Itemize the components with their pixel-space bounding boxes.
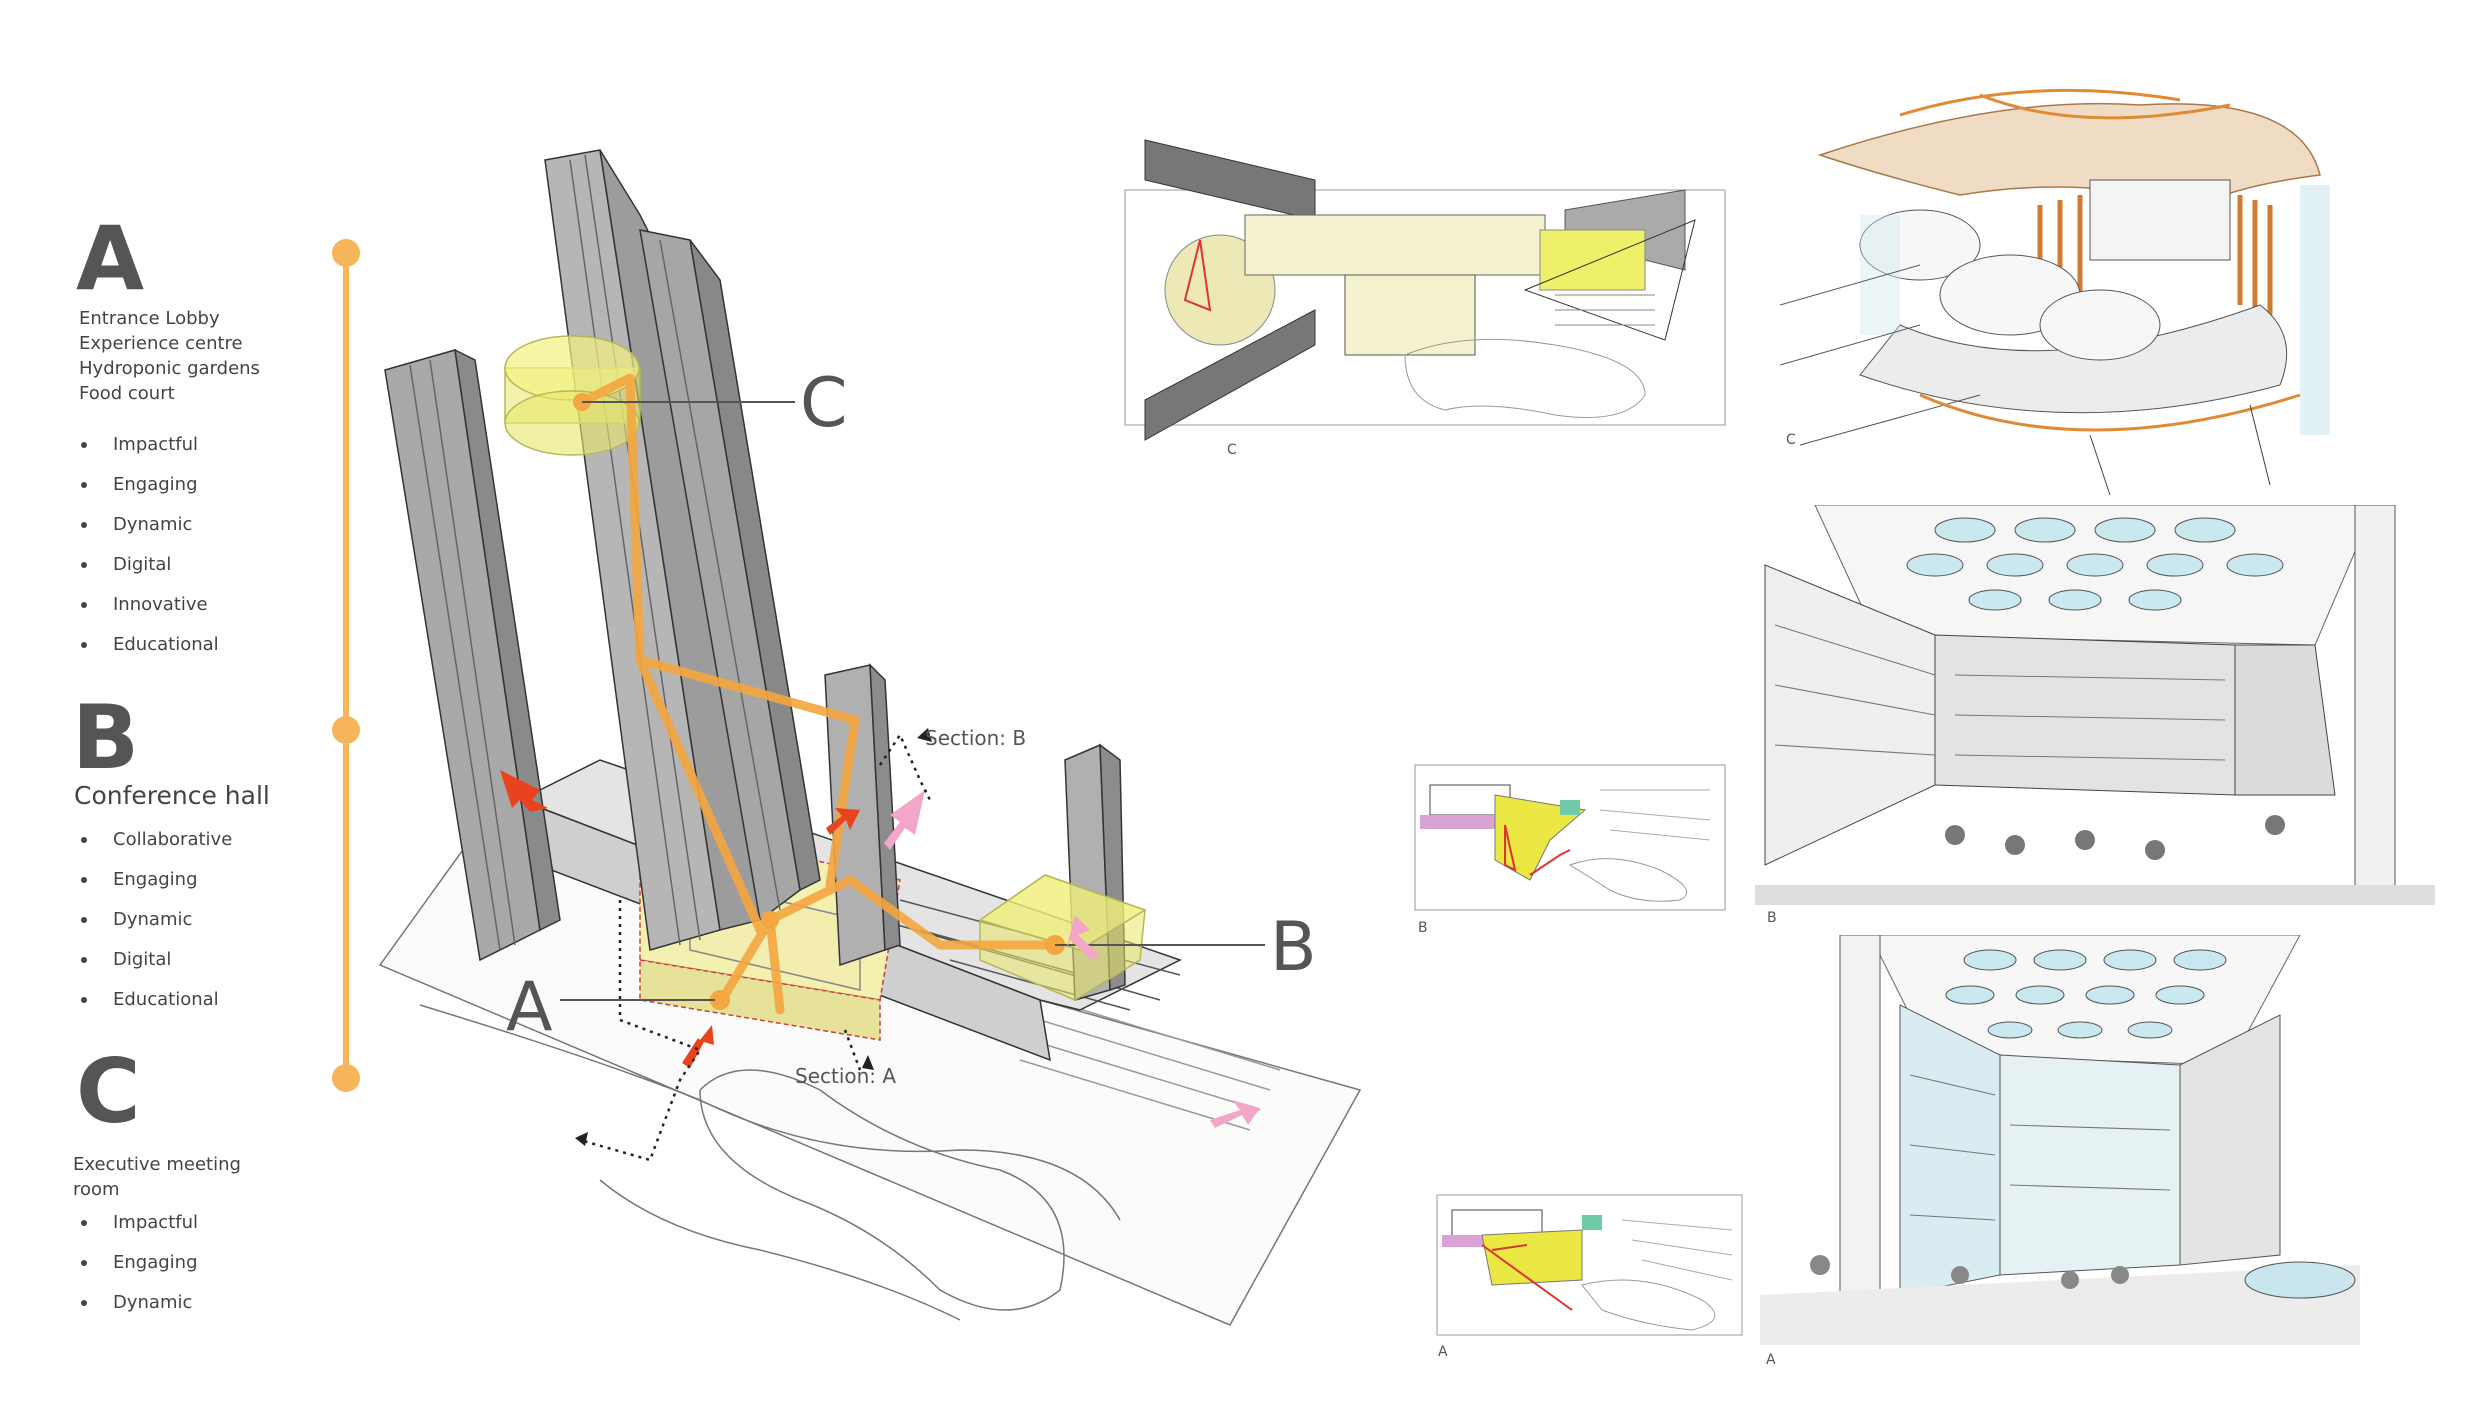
bullet-item: Dynamic (76, 900, 232, 940)
section-a-letter: A (76, 207, 145, 310)
desc-line: Food court (79, 383, 175, 404)
desc-line: room (73, 1179, 120, 1200)
sketch-b-conference-hall (1755, 505, 2435, 905)
bullet-item: Engaging (76, 860, 232, 900)
circulation-path (577, 373, 1060, 1015)
section-c-description: Executive meeting room (73, 1152, 241, 1202)
bullet-item: Dynamic (76, 505, 219, 545)
section-b-bullets: Collaborative Engaging Dynamic Digital E… (76, 820, 232, 1020)
bullet-item: Engaging (76, 1243, 198, 1283)
bullet-item: Impactful (76, 425, 219, 465)
site-base (378, 839, 1362, 1326)
desc-line: Hydroponic gardens (79, 358, 260, 379)
section-b-letter: B (72, 686, 140, 789)
section-c-bullets: Impactful Engaging Dynamic (76, 1203, 198, 1323)
bullet-item: Impactful (76, 1203, 198, 1243)
diagram-label-b: B (1270, 908, 1317, 987)
plan-c-caption: C (1227, 442, 1237, 458)
diagram-label-a: A (506, 968, 553, 1047)
tower-left (384, 348, 561, 962)
section-b-label: Section: B (925, 726, 1026, 750)
section-b-subtitle: Conference hall (74, 781, 270, 810)
timeline-dot-a (332, 239, 360, 267)
section-a-description: Entrance Lobby Experience centre Hydropo… (79, 306, 260, 406)
floor-plan-c (1124, 139, 1726, 441)
sketch-a-caption: A (1766, 1352, 1776, 1368)
section-lines (579, 732, 932, 1162)
timeline-dot-b (332, 716, 360, 744)
bullet-item: Digital (76, 940, 232, 980)
floor-plan-a (1436, 1194, 1743, 1336)
sketch-a-entrance-lobby (1760, 935, 2360, 1345)
sketch-b-caption: B (1767, 910, 1777, 926)
sketch-c-caption: C (1786, 432, 1796, 448)
desc-line: Executive meeting (73, 1154, 241, 1175)
desc-line: Entrance Lobby (79, 308, 220, 329)
bullet-item: Engaging (76, 465, 219, 505)
floor-plan-b (1414, 764, 1726, 911)
bullet-item: Digital (76, 545, 219, 585)
diagram-label-c: C (800, 364, 847, 443)
bullet-item: Dynamic (76, 1283, 198, 1323)
sketch-c-meeting-room (1780, 88, 2330, 495)
plan-b-caption: B (1418, 920, 1428, 936)
leader-lines (560, 401, 1265, 1001)
section-c-letter: C (76, 1040, 141, 1143)
section-a-bullets: Impactful Engaging Dynamic Digital Innov… (76, 425, 219, 665)
entry-arrows-red (500, 770, 860, 1068)
bullet-item: Educational (76, 625, 219, 665)
volume-c (504, 335, 641, 456)
section-a-label: Section: A (795, 1064, 896, 1088)
section-arrowheads (575, 728, 932, 1146)
bullet-item: Innovative (76, 585, 219, 625)
bullet-item: Educational (76, 980, 232, 1020)
entry-arrows-pink (884, 790, 1260, 1128)
plan-a-caption: A (1438, 1344, 1448, 1360)
bullet-item: Collaborative (76, 820, 232, 860)
desc-line: Experience centre (79, 333, 243, 354)
timeline-line (343, 252, 349, 1074)
timeline-dot-c (332, 1064, 360, 1092)
